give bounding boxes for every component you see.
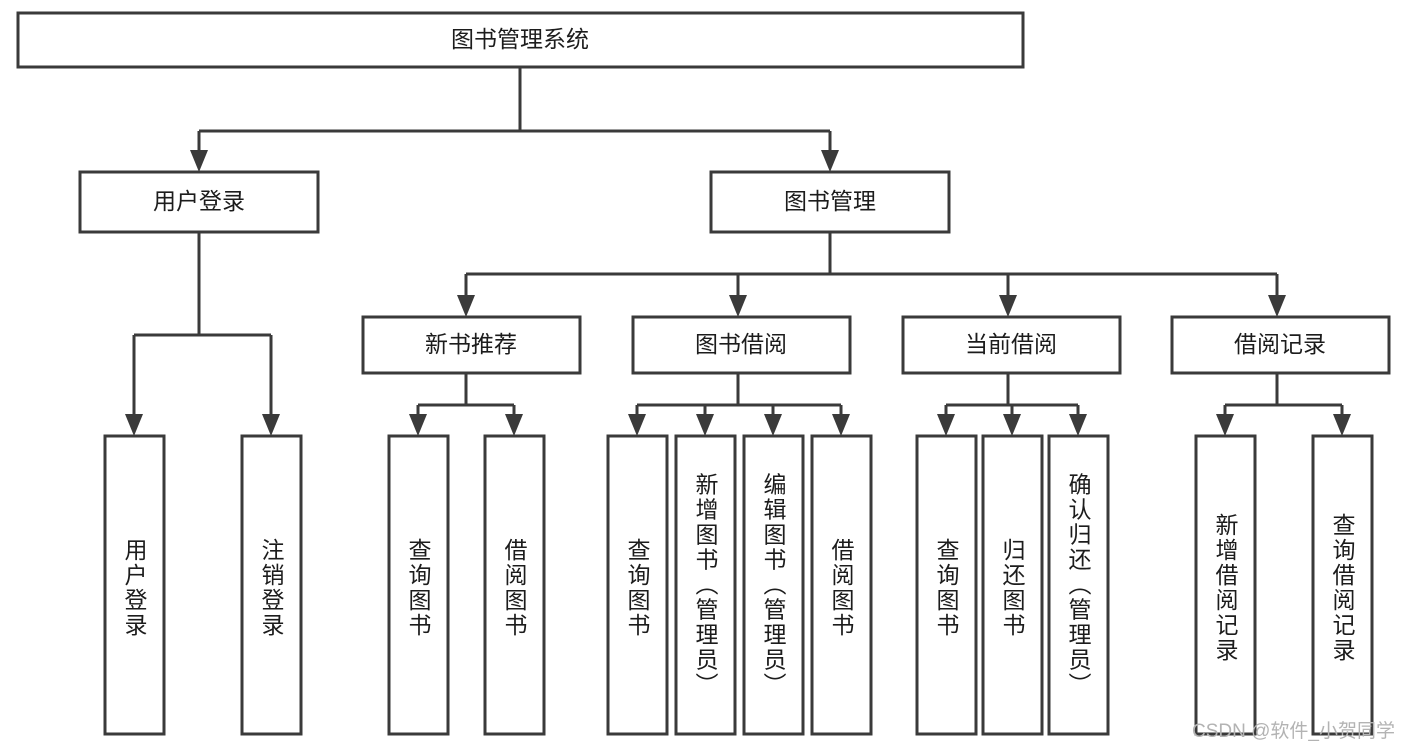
leaf-query-record-label: 查询借阅记录: [1329, 513, 1356, 663]
arrow-to-leaf-return-book: [1003, 414, 1021, 436]
node-borrow-record-box[interactable]: [1170, 315, 1391, 375]
arrow-to-book-borrow: [729, 295, 747, 317]
leaf-add-book-label: 新增图书（管理员）: [692, 473, 719, 698]
node-current-borrow-box[interactable]: [901, 315, 1122, 375]
arrow-to-leaf-user-logout: [262, 414, 280, 436]
arrow-to-leaf-confirm-return: [1069, 414, 1087, 436]
arrow-to-leaf-query-record: [1333, 414, 1351, 436]
leaf-query-book-3-label: 查询图书: [933, 538, 960, 638]
leaf-edit-book[interactable]: 编辑图书（管理员）: [742, 434, 805, 736]
node-user-login-label: 用户登录: [153, 188, 245, 214]
leaf-borrow-book-2[interactable]: 借阅图书: [810, 434, 873, 736]
leaf-user-logout-label: 注销登录: [258, 538, 285, 638]
node-book-borrow-box[interactable]: [631, 315, 852, 375]
node-current-borrow-label: 当前借阅: [965, 331, 1057, 357]
connector-layer: [125, 67, 1351, 436]
leaf-borrow-book-1-label: 借阅图书: [501, 538, 528, 638]
arrow-to-leaf-query-book-3: [937, 414, 955, 436]
arrow-to-user-login: [190, 150, 208, 172]
node-user-login-box[interactable]: [78, 170, 320, 234]
arrow-to-borrow-record: [1268, 295, 1286, 317]
leaf-query-record[interactable]: 查询借阅记录: [1311, 434, 1374, 736]
node-user-login[interactable]: 用户登录: [78, 170, 320, 234]
leaf-borrow-book-2-label: 借阅图书: [828, 538, 855, 638]
arrow-to-current-borrow: [999, 295, 1017, 317]
node-root[interactable]: 图书管理系统: [16, 11, 1025, 69]
arrow-to-leaf-query-book-1: [409, 414, 427, 436]
leaf-query-book-2-label: 查询图书: [624, 538, 651, 638]
leaf-query-book-2[interactable]: 查询图书: [606, 434, 669, 736]
leaf-add-record[interactable]: 新增借阅记录: [1194, 434, 1257, 736]
node-root-box[interactable]: [16, 11, 1025, 69]
leaf-user-login[interactable]: 用户登录: [103, 434, 166, 736]
arrow-to-leaf-add-record: [1216, 414, 1234, 436]
arrow-to-leaf-edit-book: [764, 414, 782, 436]
leaf-borrow-book-2-box[interactable]: [810, 434, 873, 736]
leaf-user-login-box[interactable]: [103, 434, 166, 736]
leaf-query-book-1[interactable]: 查询图书: [387, 434, 450, 736]
node-new-book-recommend-label: 新书推荐: [425, 331, 517, 357]
leaf-confirm-return-box[interactable]: [1047, 434, 1110, 736]
leaf-edit-book-box[interactable]: [742, 434, 805, 736]
leaf-add-record-label: 新增借阅记录: [1212, 513, 1239, 663]
arrow-to-leaf-query-book-2: [628, 414, 646, 436]
leaf-query-book-1-box[interactable]: [387, 434, 450, 736]
arrow-to-book-manage: [821, 150, 839, 172]
node-book-borrow[interactable]: 图书借阅: [631, 315, 852, 375]
leaf-confirm-return-label: 确认归还（管理员）: [1065, 473, 1092, 698]
leaf-query-book-2-box[interactable]: [606, 434, 669, 736]
leaf-confirm-return[interactable]: 确认归还（管理员）: [1047, 434, 1110, 736]
leaf-query-book-1-label: 查询图书: [405, 538, 432, 638]
arrow-to-leaf-user-login: [125, 414, 143, 436]
node-book-borrow-label: 图书借阅: [695, 331, 787, 357]
leaf-user-logout-box[interactable]: [240, 434, 303, 736]
node-book-manage-box[interactable]: [709, 170, 951, 234]
leaf-query-book-3[interactable]: 查询图书: [915, 434, 978, 736]
leaf-query-book-3-box[interactable]: [915, 434, 978, 736]
arrow-to-new-book-recommend: [457, 295, 475, 317]
leaf-add-book[interactable]: 新增图书（管理员）: [674, 434, 737, 736]
leaf-add-record-box[interactable]: [1194, 434, 1257, 736]
leaf-user-login-label: 用户登录: [121, 538, 148, 638]
leaf-add-book-box[interactable]: [674, 434, 737, 736]
leaf-borrow-book-1-box[interactable]: [483, 434, 546, 736]
node-book-manage-label: 图书管理: [784, 188, 876, 214]
node-book-manage[interactable]: 图书管理: [709, 170, 951, 234]
node-new-book-recommend-box[interactable]: [361, 315, 582, 375]
leaf-return-book-label: 归还图书: [999, 538, 1026, 638]
leaf-query-record-box[interactable]: [1311, 434, 1374, 736]
arrow-to-leaf-add-book: [696, 414, 714, 436]
leaf-borrow-book-1[interactable]: 借阅图书: [483, 434, 546, 736]
node-borrow-record-label: 借阅记录: [1234, 331, 1326, 357]
arrow-to-leaf-borrow-book-2: [832, 414, 850, 436]
node-borrow-record[interactable]: 借阅记录: [1170, 315, 1391, 375]
leaf-return-book[interactable]: 归还图书: [981, 434, 1044, 736]
arrow-to-leaf-borrow-book-1: [505, 414, 523, 436]
node-current-borrow[interactable]: 当前借阅: [901, 315, 1122, 375]
node-new-book-recommend[interactable]: 新书推荐: [361, 315, 582, 375]
leaf-edit-book-label: 编辑图书（管理员）: [760, 473, 787, 698]
node-root-label: 图书管理系统: [451, 26, 589, 52]
leaf-return-book-box[interactable]: [981, 434, 1044, 736]
leaf-user-logout[interactable]: 注销登录: [240, 434, 303, 736]
